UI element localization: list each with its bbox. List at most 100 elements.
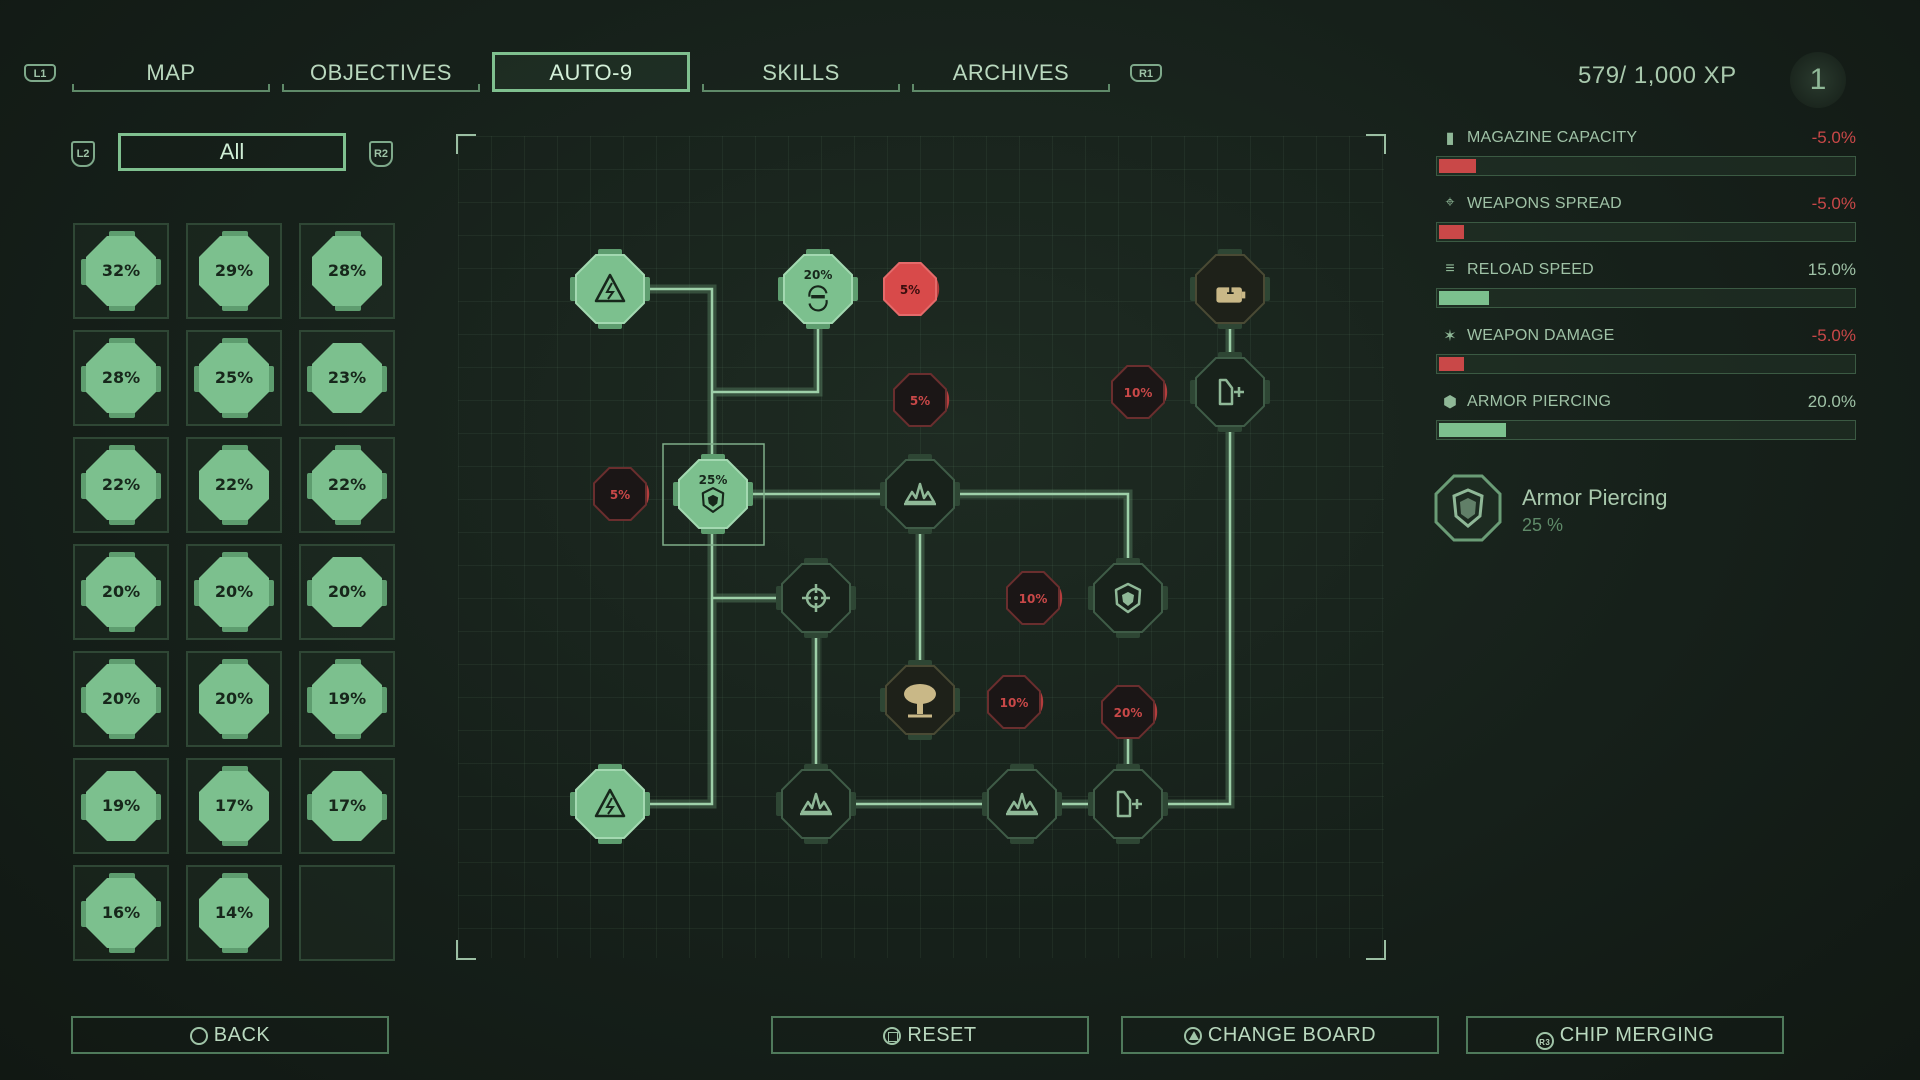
node-label: 10% (1019, 592, 1048, 606)
chip-connector (222, 517, 248, 525)
board-node-slot-1[interactable]: 1 (1190, 249, 1270, 329)
board-node-damage-node-3[interactable] (982, 764, 1062, 844)
board-node-spread-node[interactable] (776, 558, 856, 638)
r1-button-icon[interactable]: R1 (1130, 64, 1162, 82)
tab-auto-9[interactable]: AUTO-9 (492, 52, 690, 92)
chip-connector (335, 731, 361, 739)
board-corner (1366, 134, 1386, 154)
chip-slot[interactable]: 14% (186, 865, 282, 961)
chip-slot[interactable]: 20% (186, 651, 282, 747)
l1-button-icon[interactable]: L1 (24, 64, 56, 82)
chip-slot[interactable]: 17% (186, 758, 282, 854)
chip-slot[interactable]: 25% (186, 330, 282, 426)
chip-value: 28% (312, 236, 382, 306)
chip-slot[interactable]: 20% (73, 651, 169, 747)
shield-icon (1114, 582, 1142, 614)
chip-slot[interactable]: 28% (299, 223, 395, 319)
chip-filter-select[interactable]: All (118, 133, 346, 171)
tab-objectives[interactable]: OBJECTIVES (282, 52, 480, 92)
r3-button-icon: R3 (1535, 1032, 1554, 1050)
node-label: 20% (1114, 706, 1143, 720)
back-button[interactable]: BACK (71, 1016, 389, 1054)
board-node-mag-node-2[interactable] (1088, 764, 1168, 844)
board-node-boost-bottom[interactable] (570, 764, 650, 844)
chip-connector (109, 445, 135, 453)
chip-connector (379, 794, 387, 820)
board-corner (456, 940, 476, 960)
chip-slot[interactable]: 20% (299, 544, 395, 640)
board-node-neg-20[interactable]: 20% (1101, 685, 1158, 739)
chip-slot[interactable]: 32% (73, 223, 169, 319)
chip-slot[interactable]: 22% (186, 437, 282, 533)
empty-chip-slot[interactable] (299, 865, 395, 961)
stat-label: ARMOR PIERCING (1467, 393, 1612, 410)
chip-connector (109, 624, 135, 632)
chip-connector (153, 473, 161, 499)
board-node-neg-10a[interactable]: 10% (1111, 365, 1168, 419)
chip-value: 17% (199, 771, 269, 841)
stat-label: MAGAZINE CAPACITY (1467, 129, 1638, 146)
stat-bar (1436, 288, 1856, 308)
tab-map[interactable]: MAP (72, 52, 270, 92)
node-label: 10% (1124, 386, 1153, 400)
magazine-icon (1116, 790, 1142, 818)
triangle-button-icon (1183, 1027, 1202, 1045)
chip-slot[interactable]: 22% (73, 437, 169, 533)
tab-archives[interactable]: ARCHIVES (912, 52, 1110, 92)
chip-slot[interactable]: 20% (186, 544, 282, 640)
chip-slot[interactable]: 16% (73, 865, 169, 961)
crosshair-icon (802, 584, 830, 612)
armor-piercing-detail-icon (1434, 474, 1502, 542)
board-node-tree-node[interactable] (880, 660, 960, 740)
chip-connector (81, 901, 89, 927)
chip-connector (379, 687, 387, 713)
chip-value: 20% (86, 557, 156, 627)
detail-value: 25 % (1522, 515, 1564, 535)
node-label: 25% (699, 473, 728, 487)
shield-icon (701, 487, 725, 513)
node-label: 1 (1225, 283, 1234, 298)
chip-connector (335, 231, 361, 239)
chip-slot[interactable]: 28% (73, 330, 169, 426)
board-node-boost-top[interactable] (570, 249, 650, 329)
board-node-neg-5c[interactable]: 5% (593, 467, 650, 521)
chip-slot[interactable]: 19% (73, 758, 169, 854)
board-node-neg-10b[interactable]: 10% (1006, 571, 1063, 625)
chip-slot[interactable]: 20% (73, 544, 169, 640)
chip-slot[interactable]: 17% (299, 758, 395, 854)
board-node-damage-node-1[interactable] (880, 454, 960, 534)
chip-connector (109, 231, 135, 239)
chip-value: 22% (312, 450, 382, 520)
tab-skills[interactable]: SKILLS (702, 52, 900, 92)
chip-slot[interactable]: 19% (299, 651, 395, 747)
chip-value: 20% (312, 557, 382, 627)
magazine-icon: ▮ (1445, 130, 1455, 147)
chip-value: 20% (86, 664, 156, 734)
r2-button-icon[interactable]: R2 (369, 141, 393, 167)
board-node-neg-5b[interactable]: 5% (893, 373, 950, 427)
change-board-button[interactable]: CHANGE BOARD (1121, 1016, 1439, 1054)
chip-connector (222, 410, 248, 418)
board-node-damage-node-2[interactable] (776, 764, 856, 844)
board-node-reload-node[interactable]: 20% (778, 249, 858, 329)
chip-slot[interactable]: 23% (299, 330, 395, 426)
chip-connector (335, 659, 361, 667)
xp-counter: 579/ 1,000 XP (1578, 62, 1737, 89)
chip-connector (109, 731, 135, 739)
board-node-mag-node-1[interactable] (1190, 352, 1270, 432)
board-node-armor-node-2[interactable] (1088, 558, 1168, 638)
l2-button-icon[interactable]: L2 (71, 141, 95, 167)
chip-connector (81, 473, 89, 499)
chip-value: 22% (199, 450, 269, 520)
chip-connector (81, 259, 89, 285)
board-node-neg-5a[interactable]: 5% (883, 262, 940, 316)
board-nodes: 20% 5% 1 5% 10% 5% 25% 10% 10% 20% (570, 249, 1270, 844)
chip-slot[interactable]: 29% (186, 223, 282, 319)
chip-connector (222, 338, 248, 346)
board-node-neg-10c[interactable]: 10% (987, 675, 1044, 729)
reset-button[interactable]: RESET (771, 1016, 1089, 1054)
stat-bar (1436, 420, 1856, 440)
chip-slot[interactable]: 22% (299, 437, 395, 533)
board-node-armor-node[interactable]: 25% (673, 454, 753, 534)
